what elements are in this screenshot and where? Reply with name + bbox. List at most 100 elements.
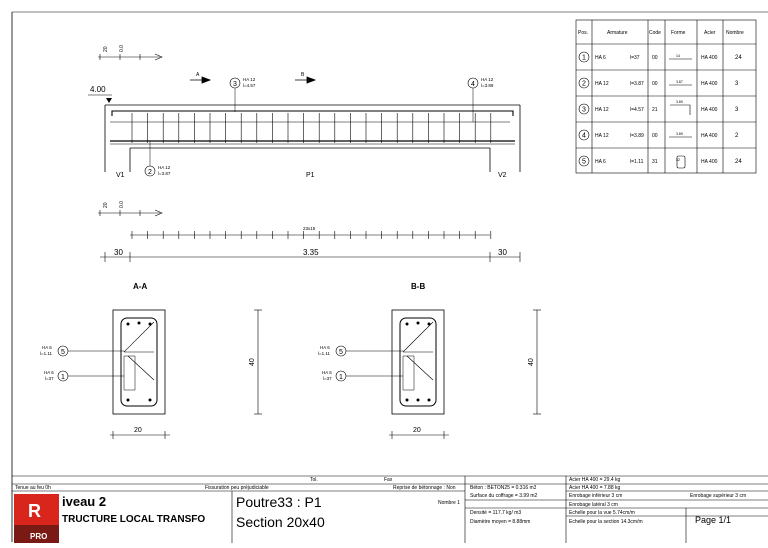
stirrup-spacing-ticks <box>131 231 492 239</box>
section-a-title: A-A <box>133 282 147 291</box>
level-label: 4.00 <box>90 85 106 94</box>
section-a-height-dim <box>254 309 262 415</box>
svg-text:3: 3 <box>233 81 237 88</box>
beam-stirrups <box>131 113 492 143</box>
scale-mid-label-00: 0.0 <box>119 201 125 208</box>
hdr-acier: Acier <box>704 30 716 36</box>
tb-fax: Fax <box>384 477 393 483</box>
tb-page: Page 1/1 <box>695 515 732 525</box>
section-b-width-dim <box>389 431 449 439</box>
hdr-forme: Forme <box>671 30 686 36</box>
tb-diametre: Diamètre moyen = 8.88mm <box>470 519 531 525</box>
row-armature: HA 12 <box>595 81 609 87</box>
row-acier: HA 400 <box>701 81 718 87</box>
svg-text:HA 6: HA 6 <box>44 370 54 375</box>
row-acier: HA 400 <box>701 133 718 139</box>
section-b <box>391 309 445 415</box>
tb-tenue-au-feu: Tenue au feu 0h <box>15 485 51 491</box>
tb-poutre: Poutre33 : P1 <box>236 494 322 510</box>
row-armature: HA 12 <box>595 107 609 113</box>
section-a-bars <box>126 321 152 402</box>
svg-text:HA 6: HA 6 <box>322 370 332 375</box>
tb-niveau: iveau 2 <box>62 494 107 509</box>
row-code: 00 <box>652 55 658 61</box>
row-pos: 3 <box>582 107 586 114</box>
section-b-height-dim <box>533 309 541 415</box>
callout-pos-3: 3 HA 12 l=4.57 <box>229 77 256 112</box>
row-length: l=4.57 <box>630 107 644 113</box>
tb-enrobage-lat: Enrobage latéral 3 cm <box>569 502 618 508</box>
tb-fissuration: Fissuration peu préjudiciable <box>205 485 269 491</box>
section-a-width-label: 20 <box>134 427 142 434</box>
section-a-callout-1: 1 HA 6 l=37 <box>44 370 124 382</box>
support-left-label: V1 <box>116 172 125 179</box>
tb-densite: Densité = 117.7 kg/ m3 <box>470 510 522 516</box>
svg-text:2: 2 <box>148 169 152 176</box>
row-acier: HA 400 <box>701 107 718 113</box>
row-acier: HA 400 <box>701 55 718 61</box>
hdr-pos: Pos. <box>578 30 588 36</box>
tb-acier-400b: Acier HA 400 = 7.88 kg <box>569 485 621 491</box>
support-right-label: V2 <box>498 172 507 179</box>
row-acier: HA 400 <box>701 159 718 165</box>
row-pos: 5 <box>582 159 586 166</box>
tb-nombre: Nombre 1 <box>438 500 460 506</box>
svg-text:HA 6: HA 6 <box>320 345 330 350</box>
section-mark-b-label: B <box>301 72 305 78</box>
row-armature: HA 12 <box>595 133 609 139</box>
section-a-callout-5: 5 HA 6 l=1.11 <box>40 345 124 357</box>
tb-beton: Béton : BETON25 = 0.316 m3 <box>470 485 537 491</box>
svg-text:4: 4 <box>471 81 475 88</box>
scale-mark-mid <box>98 209 163 217</box>
logo: R PRO <box>14 494 59 543</box>
row-pos: 4 <box>582 133 586 140</box>
row-nombre: 3 <box>735 81 739 87</box>
callout-pos-4: 4 HA 12 l=3.89 <box>467 77 494 122</box>
section-b-title: B-B <box>411 282 425 291</box>
section-arrow-a <box>190 76 212 84</box>
svg-text:l=3.89: l=3.89 <box>481 83 494 88</box>
row-code: 00 <box>652 133 658 139</box>
svg-text:1: 1 <box>61 374 65 381</box>
svg-text:1: 1 <box>339 374 343 381</box>
row-code: 00 <box>652 81 658 87</box>
beam-elevation <box>104 104 521 172</box>
svg-text:5: 5 <box>339 349 343 356</box>
row-pos: 2 <box>582 81 586 88</box>
tb-echelle-vue: Echelle pour la vue 5.74cm/m <box>569 510 635 516</box>
dim-left-label: 30 <box>114 248 123 257</box>
scale-mark-top <box>98 53 163 61</box>
svg-text:l=37: l=37 <box>45 376 54 381</box>
level-triangle <box>106 98 112 103</box>
row-shape <box>670 104 691 115</box>
tb-tol: Tol. <box>310 477 318 483</box>
tb-section: Section 20x40 <box>236 514 325 530</box>
svg-text:l=37: l=37 <box>323 376 332 381</box>
dimension-ticks <box>104 252 521 262</box>
row-shape-label: 3.87 <box>676 80 683 84</box>
section-a-width-dim <box>110 431 170 439</box>
tb-enrobage-inf: Enrobage inférieur 3 cm <box>569 493 623 499</box>
section-b-callout-1: 1 HA 6 l=37 <box>322 370 403 382</box>
tb-enrobage-sup: Enrobage supérieur 3 cm <box>690 493 747 499</box>
row-shape-label: 3.89 <box>676 132 683 136</box>
row-shape-label: 3.89 <box>676 100 683 104</box>
scale-label-20: 20 <box>103 46 109 52</box>
row-nombre: 3 <box>735 107 739 113</box>
section-b-callout-5: 5 HA 6 l=1.11 <box>318 345 403 357</box>
section-b-width-label: 20 <box>413 427 421 434</box>
row-armature: HA 6 <box>595 159 606 165</box>
svg-text:HA 12: HA 12 <box>158 165 171 170</box>
row-shape <box>676 155 686 169</box>
title-block-frame <box>12 475 768 543</box>
row-length: l=37 <box>630 55 640 61</box>
svg-text:HA 6: HA 6 <box>42 345 52 350</box>
